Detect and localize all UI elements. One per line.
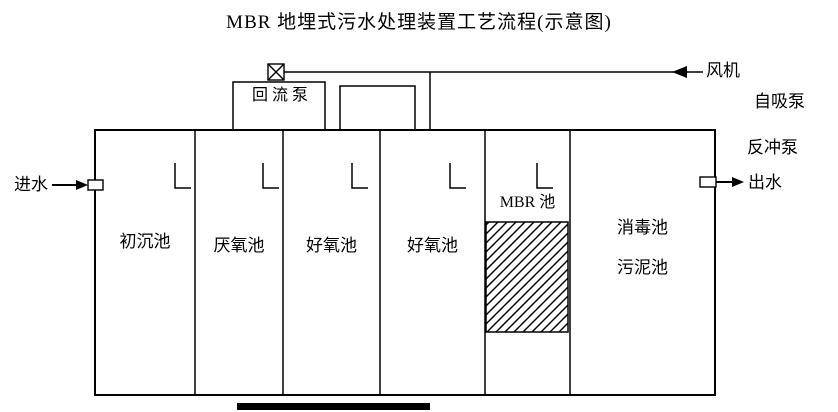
tank-label-sludge: 污泥池 [617, 258, 668, 277]
tank-label-primary-sedimentation: 初沉池 [119, 232, 171, 251]
inlet-label: 进水 [14, 175, 48, 194]
outlet-arrow-icon [732, 177, 744, 187]
inlet-arrow-icon [76, 180, 88, 190]
reflux-pump-label: 回 流 泵 [251, 87, 308, 104]
diagram-title: MBR 地埋式污水处理装置工艺流程(示意图) [226, 12, 612, 33]
main-tank-outline [94, 129, 716, 396]
weir-icon-2 [262, 163, 279, 189]
outlet-wall-nub [699, 176, 717, 188]
tank-label-anaerobic: 厌氧池 [213, 236, 265, 255]
airflow-arrow-icon [672, 66, 687, 78]
tank-label-disinfection: 消毒池 [617, 218, 668, 237]
reflux-pump-housing [232, 81, 326, 130]
second-housing [339, 85, 416, 130]
weir-icon-4 [449, 163, 466, 189]
tank-label-aerobic-2: 好氧池 [407, 236, 458, 255]
backwash-pump-label: 反冲泵 [747, 138, 798, 157]
valve-icon [267, 63, 285, 81]
weir-icon-1 [174, 163, 191, 189]
weir-icon-5 [536, 163, 553, 189]
bottom-bar [237, 403, 430, 410]
inlet-wall-nub [87, 179, 104, 191]
tank-label-aerobic-1: 好氧池 [306, 236, 357, 255]
fan-label: 风机 [706, 61, 740, 80]
weir-icon-3 [351, 163, 368, 189]
tank-label-mbr: MBR 池 [499, 194, 556, 211]
self-priming-pump-label: 自吸泵 [754, 92, 805, 111]
outlet-label: 出水 [748, 173, 782, 192]
mbr-membrane-module [485, 221, 569, 333]
